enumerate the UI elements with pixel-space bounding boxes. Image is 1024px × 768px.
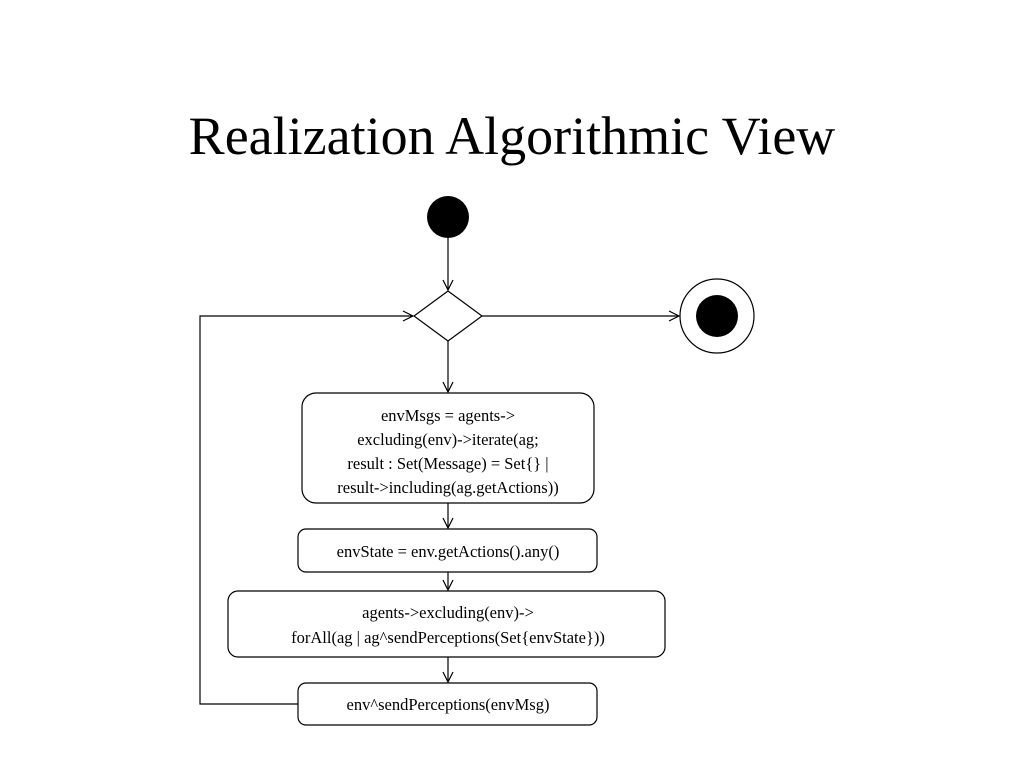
- action-line: agents->excluding(env)->: [362, 603, 534, 622]
- action-line: env^sendPerceptions(envMsg): [347, 695, 550, 714]
- action-send-to-env: env^sendPerceptions(envMsg): [297, 682, 598, 726]
- slide-title: Realization Algorithmic View: [188, 106, 836, 166]
- action-line: forAll(ag | ag^sendPerceptions(Set{envSt…: [291, 628, 605, 647]
- action-send-to-agents: agents->excluding(env)-> forAll(ag | ag^…: [227, 590, 666, 658]
- action-line: result->including(ag.getActions)): [337, 478, 558, 497]
- action-line: envState = env.getActions().any(): [337, 542, 560, 561]
- initial-node: [427, 196, 469, 238]
- edge-loop-back: [199, 316, 413, 705]
- final-node: [679, 278, 755, 354]
- action-collect-env-msgs: envMsgs = agents-> excluding(env)->itera…: [301, 392, 595, 504]
- action-compute-env-state: envState = env.getActions().any(): [297, 528, 598, 573]
- decision-node: [412, 290, 484, 342]
- action-line: result : Set(Message) = Set{} |: [347, 454, 548, 473]
- action-line: excluding(env)->iterate(ag;: [357, 430, 539, 449]
- action-line: envMsgs = agents->: [381, 406, 515, 425]
